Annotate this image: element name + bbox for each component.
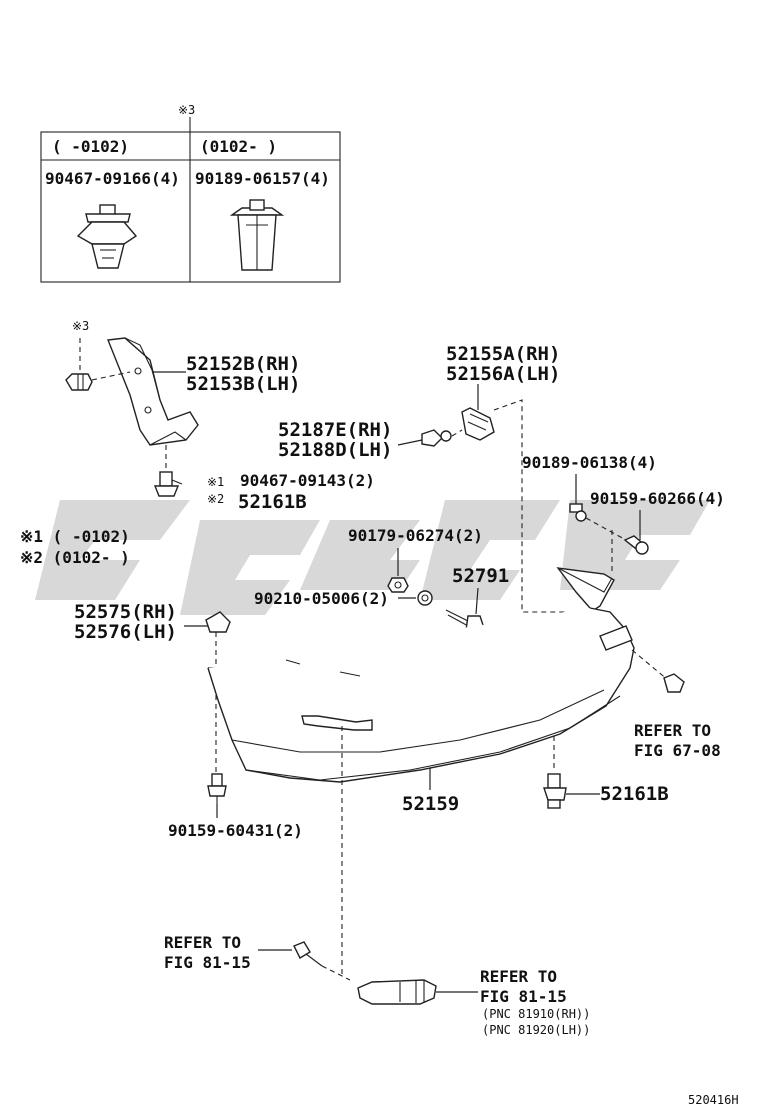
refer-81-left-line1: REFER TO [164,933,241,952]
mudguard-52152b [107,337,199,446]
note-2: ※2 (0102- ) [20,548,130,567]
label-52188d: 52188D(LH) [278,439,392,461]
side-bracket-52575 [205,611,231,633]
label-52156a: 52156A(LH) [446,363,560,385]
push-clip-icon [76,204,138,269]
watermark-logo [35,500,710,615]
label-90210-05006: 90210-05006(2) [254,589,389,608]
table-col2-header: (0102- ) [200,137,277,156]
screw-90189-icon [569,503,587,522]
screw-90159-icon [623,535,649,555]
fender-clip-marker: ※3 [72,319,89,333]
refer-81-left-line2: FIG 81-15 [164,953,251,972]
nut-90179-icon [387,577,409,593]
refer-67-line2: FIG 67-08 [634,741,721,760]
pnc-81910: (PNC 81910(RH)) [482,1007,590,1021]
fender-clip-icon [65,373,93,391]
washer-90210-icon [417,590,433,606]
retainer-clip-icon [153,471,183,497]
label-90467-09143: 90467-09143(2) [240,471,375,490]
label-90159-60266: 90159-60266(4) [590,489,725,508]
note-1: ※1 ( -0102) [20,527,130,546]
screw-refer-81-icon [293,941,323,967]
label-52576: 52576(LH) [74,621,177,643]
label-52575: 52575(RH) [74,601,177,623]
refer-81-right-line1: REFER TO [480,967,557,986]
table-col2-part: 90189-06157(4) [195,169,330,188]
retainer-52161b-bottom-icon [543,773,567,809]
bumper-cover-52159 [207,567,635,783]
table-col1-header: ( -0102) [52,137,129,156]
marker-1: ※1 [207,475,224,489]
label-52161b-top: 52161B [238,491,307,513]
label-52161b-bottom: 52161B [600,783,669,805]
label-52155a: 52155A(RH) [446,343,560,365]
label-52152b: 52152B(RH) [186,353,300,375]
figure-id: 520416H [688,1093,739,1107]
screw-90159-60431-icon [207,773,227,804]
rivet-clip-icon [229,199,285,271]
table-col1-part: 90467-09166(4) [45,169,180,188]
bumper-bracket-52155a [461,407,495,441]
label-90179-06274: 90179-06274(2) [348,526,483,545]
refer-67-line1: REFER TO [634,721,711,740]
pnc-81920: (PNC 81920(LH)) [482,1023,590,1037]
label-52791: 52791 [452,565,509,587]
pin-clip-52187e [421,429,452,447]
label-90189-06138: 90189-06138(4) [522,453,657,472]
reflector-icon [357,979,437,1005]
label-90159-60431: 90159-60431(2) [168,821,303,840]
marker-2: ※2 [207,492,224,506]
table-marker: ※3 [178,103,195,117]
label-52159: 52159 [402,793,459,815]
refer-81-right-line2: FIG 81-15 [480,987,567,1006]
label-52187e: 52187E(RH) [278,419,392,441]
label-52153b-text: 52153B(LH) [186,373,300,395]
clip-variant-table: ※3 ( -0102) (0102- ) 90467-09166(4) 9018… [40,103,341,283]
clip-refer-67-icon [663,673,685,693]
